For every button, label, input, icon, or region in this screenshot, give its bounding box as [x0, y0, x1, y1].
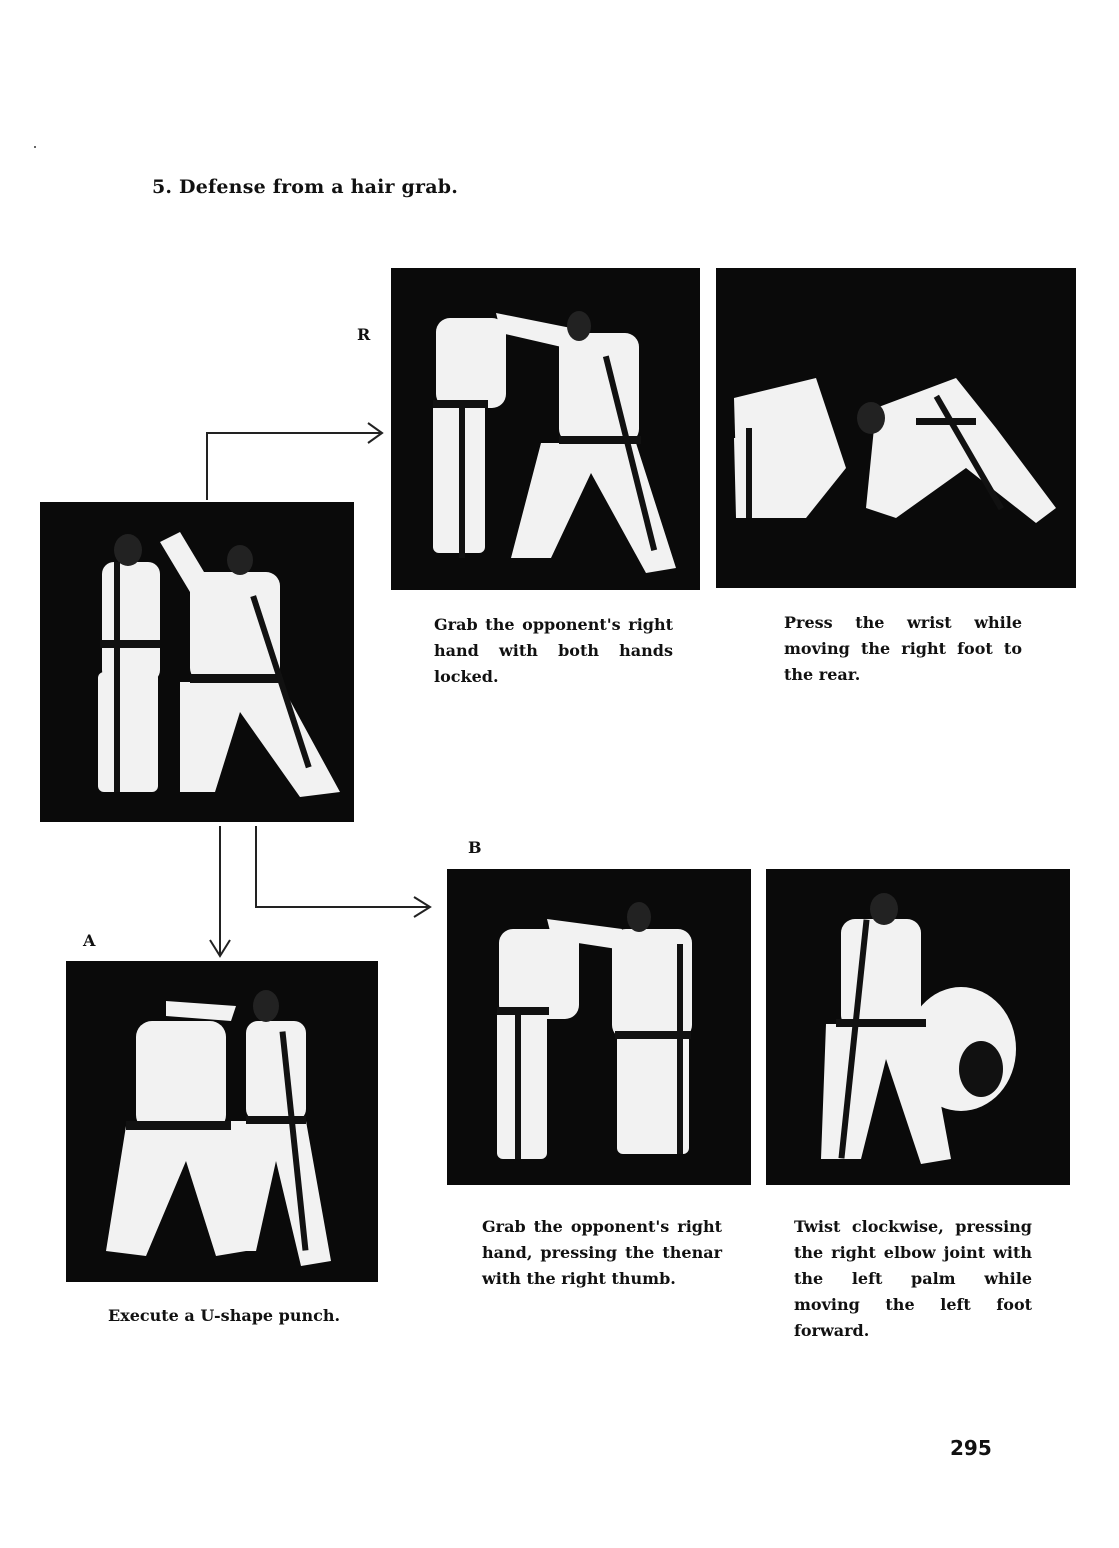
page-number: 295 [950, 1436, 992, 1460]
label-a: A [83, 931, 96, 950]
caption-b1: Grab the opponent's right hand, pressing… [482, 1217, 722, 1288]
arrow-to-r [206, 432, 380, 500]
label-r: R [357, 325, 371, 344]
photo-start [40, 502, 354, 822]
caption-r1: Grab the opponent's right hand with both… [434, 615, 673, 686]
caption-r2: Press the wrist while moving the right f… [784, 613, 1022, 684]
section-heading: 5. Defense from a hair grab. [152, 176, 459, 198]
speck [34, 146, 36, 148]
photo-r2 [716, 268, 1076, 588]
arrow-to-b [255, 826, 428, 908]
photo-a [66, 961, 378, 1282]
photo-r1 [391, 268, 700, 590]
photo-b1 [447, 869, 751, 1185]
label-b: B [468, 838, 482, 857]
caption-b2: Twist clockwise, pressing the right elbo… [794, 1217, 1032, 1340]
caption-a1: Execute a U-shape punch. [108, 1306, 341, 1325]
photo-b2 [766, 869, 1070, 1185]
